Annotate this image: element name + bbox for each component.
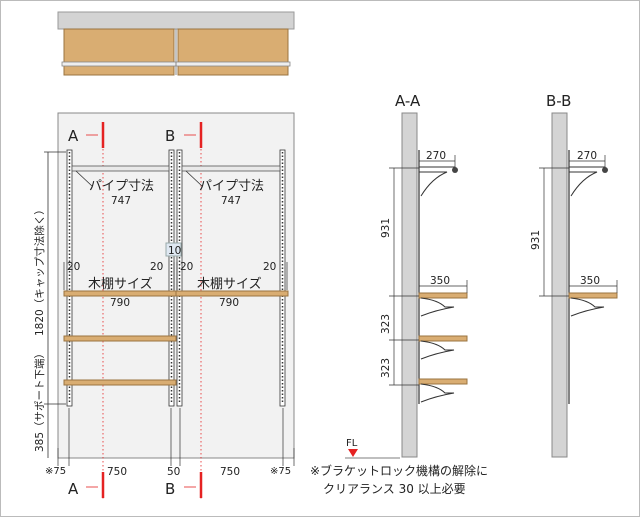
section-aa-height-2-label: 323 bbox=[380, 314, 392, 334]
view-title-aa: A-A bbox=[395, 92, 421, 110]
section-aa-shelf-depth-label: 350 bbox=[430, 275, 450, 287]
section-label-b-bottom: B bbox=[165, 480, 175, 498]
width-bay-1-label: 750 bbox=[107, 466, 127, 478]
hanging-pipe-right bbox=[181, 165, 281, 172]
section-bb-shelf-depth-label: 350 bbox=[580, 275, 600, 287]
section-aa-shelf-1 bbox=[418, 292, 468, 299]
pipe-dim-label-2: パイプ寸法 bbox=[199, 179, 264, 194]
top-plan-shelf-right bbox=[177, 28, 289, 76]
top-plan-ceiling-board bbox=[57, 11, 295, 30]
height-support-label: 385（サポート下端） bbox=[33, 348, 46, 452]
gap-left-label-2: 20 bbox=[180, 261, 193, 273]
section-bb-shelf-bracket-1 bbox=[570, 297, 605, 317]
pipe-dim-leader-2 bbox=[185, 170, 203, 187]
gap-right-label-1: 20 bbox=[150, 261, 163, 273]
section-aa-view bbox=[345, 112, 468, 459]
top-plan-shelf-left bbox=[63, 28, 175, 76]
section-aa-pipe-bracket bbox=[419, 166, 456, 197]
shelf-size-label-2: 木棚サイズ bbox=[197, 276, 262, 292]
floor-label: FL bbox=[346, 438, 358, 449]
width-edge-right-label: ※75 bbox=[270, 466, 291, 477]
gap-right-label-2: 20 bbox=[263, 261, 276, 273]
center-gap-box bbox=[165, 242, 182, 257]
section-label-a-top: A bbox=[68, 127, 79, 145]
section-aa-shelf-2 bbox=[418, 335, 468, 342]
note-line-1: ※ブラケットロック機構の解除に bbox=[310, 463, 488, 478]
shelf-top-right bbox=[175, 290, 289, 297]
section-bb-view bbox=[539, 112, 618, 458]
front-view bbox=[44, 112, 295, 500]
section-bb-pipe-depth-label: 270 bbox=[577, 150, 597, 162]
section-label-b-top: B bbox=[165, 127, 175, 145]
section-bb-pipe-bracket bbox=[569, 166, 606, 197]
section-bb-wall bbox=[551, 112, 568, 458]
section-aa-pipe-end bbox=[452, 167, 458, 173]
view-title-bb: B-B bbox=[546, 92, 571, 110]
pipe-dim-label-1: パイプ寸法 bbox=[89, 179, 154, 194]
section-aa-shelf-bracket-1 bbox=[420, 297, 455, 317]
shelf-bottom bbox=[63, 379, 177, 386]
width-bay-2-label: 750 bbox=[220, 466, 240, 478]
pipe-dim-leader-1 bbox=[75, 170, 93, 187]
note-line-2: クリアランス 30 以上必要 bbox=[323, 482, 466, 496]
shelf-middle bbox=[63, 335, 177, 342]
section-bb-pipe-end bbox=[602, 167, 608, 173]
shelf-size-label-1: 木棚サイズ bbox=[88, 276, 153, 292]
height-main-label: 1820（キャップ寸法除く） bbox=[33, 204, 46, 336]
section-bb-height-1-label: 931 bbox=[530, 230, 542, 250]
section-aa-shelf-3 bbox=[418, 378, 468, 385]
pipe-dim-value-1: 747 bbox=[111, 195, 131, 207]
top-plan-view bbox=[57, 11, 295, 76]
section-label-a-bottom: A bbox=[68, 480, 79, 498]
section-bb-shelf-1 bbox=[568, 292, 618, 299]
width-edge-left-label: ※75 bbox=[45, 466, 66, 477]
hanging-pipe-left bbox=[71, 165, 170, 172]
section-aa-height-1-label: 931 bbox=[380, 218, 392, 238]
section-aa-shelf-bracket-2 bbox=[420, 340, 455, 360]
floor-marker-icon bbox=[348, 449, 358, 457]
width-center-label: 50 bbox=[167, 466, 180, 478]
section-aa-pipe-depth-label: 270 bbox=[426, 150, 446, 162]
section-aa-wall bbox=[401, 112, 418, 458]
shelf-size-value-2: 790 bbox=[219, 297, 239, 309]
gap-left-label-1: 20 bbox=[67, 261, 80, 273]
pipe-dim-value-2: 747 bbox=[221, 195, 241, 207]
center-gap-label: 10 bbox=[168, 245, 181, 257]
section-aa-shelf-bracket-3 bbox=[420, 383, 455, 403]
section-aa-height-3-label: 323 bbox=[380, 358, 392, 378]
shelf-size-value-1: 790 bbox=[110, 297, 130, 309]
